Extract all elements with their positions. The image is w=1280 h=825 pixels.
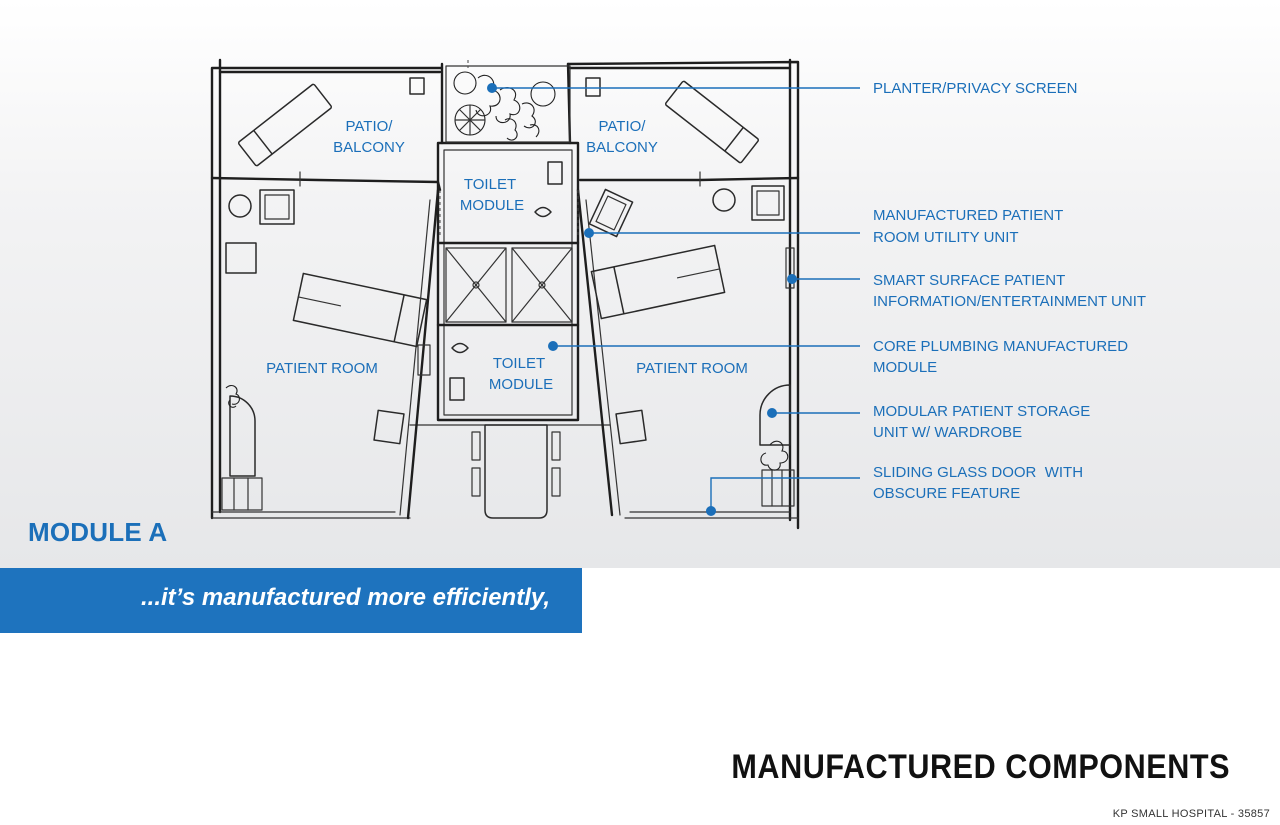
label-patio-right-1: PATIO/ (599, 118, 647, 135)
left-room-furniture (221, 189, 431, 511)
callout-dot-utility-unit (584, 228, 594, 238)
callout-sliding-door-1: SLIDING GLASS DOOR WITH (873, 464, 1083, 481)
label-toilet-top-1: TOILET (464, 176, 516, 193)
label-toilet-top-2: MODULE (460, 197, 524, 214)
callout-dot-storage-unit (767, 408, 777, 418)
module-title: MODULE A (28, 517, 168, 547)
floor-plan: PATIO/ BALCONY PATIO/ BALCONY TOILET MOD… (210, 58, 1146, 530)
callout-dot-planter (487, 83, 497, 93)
callout-smart-surface-2: INFORMATION/ENTERTAINMENT UNIT (873, 293, 1146, 310)
callout-storage-unit-2: UNIT W/ WARDROBE (873, 424, 1022, 441)
right-room-furniture (588, 185, 795, 507)
central-core (399, 62, 621, 520)
tagline: ...it’s manufactured more efficiently, (140, 584, 550, 611)
section-title: MANUFACTURED COMPONENTS (731, 748, 1230, 786)
callout-sliding-door-2: OBSCURE FEATURE (873, 485, 1020, 502)
label-toilet-bottom-2: MODULE (489, 376, 553, 393)
callout-dot-sliding-door (706, 506, 716, 516)
callout-core-plumbing-2: MODULE (873, 359, 937, 376)
callout-core-plumbing-1: CORE PLUMBING MANUFACTURED (873, 338, 1128, 355)
label-toilet-bottom-1: TOILET (493, 355, 545, 372)
patio-furniture (237, 77, 760, 167)
callout-utility-unit-1: MANUFACTURED PATIENT (873, 207, 1063, 224)
planter-screen (445, 65, 571, 143)
footer-project-id: KP SMALL HOSPITAL - 35857 (1112, 808, 1270, 820)
label-patio-left-1: PATIO/ (346, 118, 394, 135)
callout-labels: PLANTER/PRIVACY SCREEN MANUFACTURED PATI… (873, 80, 1146, 502)
callout-utility-unit-2: ROOM UTILITY UNIT (873, 229, 1019, 246)
callout-planter: PLANTER/PRIVACY SCREEN (873, 80, 1078, 97)
room-labels: PATIO/ BALCONY PATIO/ BALCONY TOILET MOD… (266, 118, 748, 393)
label-patient-room-left: PATIENT ROOM (266, 360, 378, 377)
callout-storage-unit-1: MODULAR PATIENT STORAGE (873, 403, 1090, 420)
label-patio-right-2: BALCONY (586, 139, 658, 156)
callout-leaders (487, 83, 860, 516)
label-patient-room-right: PATIENT ROOM (636, 360, 748, 377)
callout-dot-core-plumbing (548, 341, 558, 351)
callout-dot-smart-surface (787, 274, 797, 284)
label-patio-left-2: BALCONY (333, 139, 405, 156)
corridor-cart (439, 60, 579, 519)
callout-smart-surface-1: SMART SURFACE PATIENT (873, 272, 1065, 289)
diagram-panel (0, 0, 1280, 568)
exterior-walls (210, 58, 800, 530)
tagline-bar: ...it’s manufactured more efficiently, (0, 568, 582, 633)
